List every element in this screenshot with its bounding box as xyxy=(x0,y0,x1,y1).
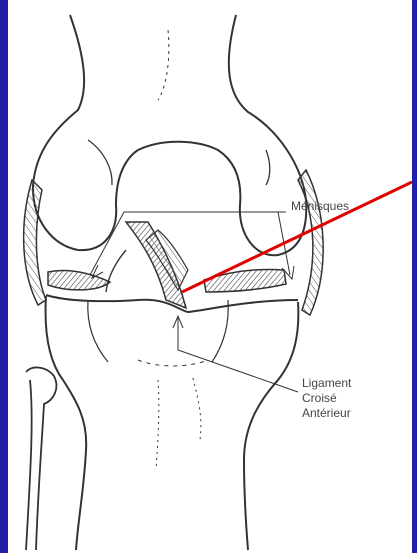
ligament-croise-anterieur-label: Ligament Croisé Antérieur xyxy=(302,376,351,421)
diagram-canvas: Ménisques Ligament Croisé Antérieur xyxy=(8,0,412,553)
knee-anatomy-drawing xyxy=(8,0,412,553)
ligament-label-line1: Ligament xyxy=(302,376,351,391)
lca-leader-line xyxy=(173,316,298,392)
ligament-label-line3: Antérieur xyxy=(302,406,351,421)
menisques-label: Ménisques xyxy=(291,199,349,214)
cruciate-ligaments xyxy=(106,222,188,308)
tibia-bone xyxy=(46,295,299,550)
ligament-label-line2: Croisé xyxy=(302,391,351,406)
femur-bone xyxy=(33,15,306,255)
fibula-bone xyxy=(26,367,56,550)
